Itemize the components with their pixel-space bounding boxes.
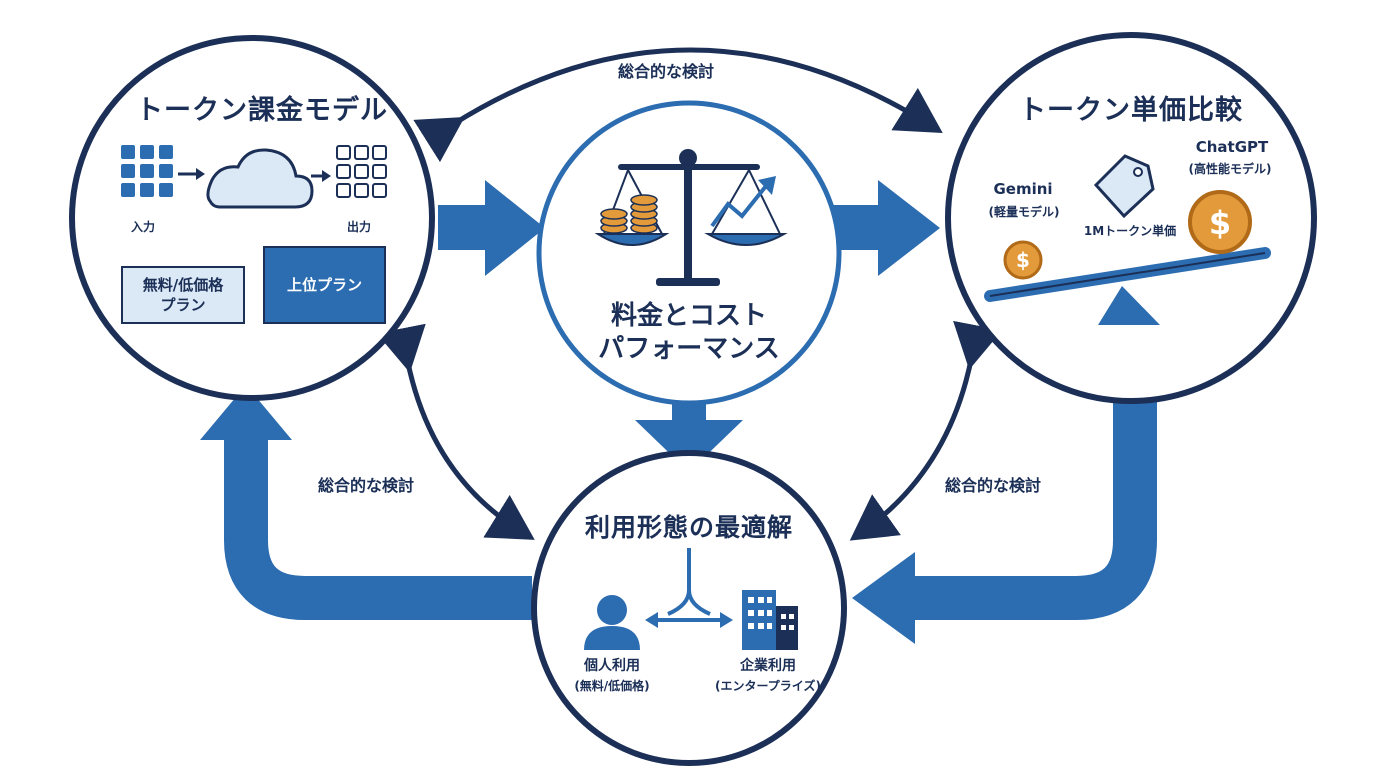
split-arrow-right-head	[720, 612, 733, 628]
circle-usage	[531, 450, 847, 766]
svg-text:$: $	[1209, 204, 1231, 242]
flow-arrow-center-to-right	[826, 180, 940, 276]
enterprise-note: (エンタープライズ)	[715, 679, 821, 693]
small-arrow-icon-2	[311, 170, 331, 182]
output-label: 出力	[347, 220, 372, 234]
trend-up-icon	[710, 176, 776, 228]
unit-price-label: 1Mトークン単価	[1083, 224, 1177, 238]
input-token-grid-icon	[121, 145, 173, 197]
edge-label-right: 総合的な検討	[945, 476, 1042, 495]
circle-unit-price	[945, 32, 1317, 404]
usage-title: 利用形態の最適解	[584, 513, 793, 542]
chatgpt-label: ChatGPT	[1195, 138, 1269, 156]
curved-arrow-top	[413, 47, 943, 163]
enterprise-label: 企業利用	[740, 658, 796, 674]
flow-arrow-center-to-bottom	[635, 392, 743, 472]
small-arrow-icon	[178, 168, 205, 180]
flow-arrow-bottom-to-left-head	[200, 385, 292, 440]
cloud-icon	[206, 148, 314, 209]
gemini-label: Gemini	[993, 180, 1053, 198]
flow-arrow-left-to-center	[438, 180, 545, 276]
curved-arrow-right	[849, 320, 1003, 541]
balance-scale-icon	[594, 149, 788, 286]
unit-price-title: トークン単価比較	[1019, 95, 1243, 126]
personal-note: (無料/低価格)	[574, 679, 650, 693]
consider-arrows	[376, 47, 1003, 541]
edge-label-left: 総合的な検討	[318, 476, 415, 495]
upper-plan-box: 上位プラン	[263, 246, 386, 324]
coin-stack-icon	[600, 194, 658, 234]
curved-arrow-left	[376, 323, 535, 540]
personal-label: 個人利用	[584, 658, 640, 674]
flow-arrow-bottom-to-left	[224, 430, 532, 620]
svg-text:$: $	[1016, 248, 1030, 272]
flow-arrow-right-to-bottom-head	[852, 552, 915, 644]
split-arrow-icon	[654, 548, 724, 622]
chatgpt-note: (高性能モデル)	[1188, 162, 1272, 176]
price-tag-icon	[1093, 154, 1155, 219]
cost-performance-title: 料金とコスト パフォーマンス	[598, 301, 780, 364]
split-arrow-left-head	[645, 612, 658, 628]
building-icon	[742, 590, 798, 650]
edge-label-top: 総合的な検討	[618, 62, 715, 81]
gemini-note: (軽量モデル)	[988, 205, 1060, 219]
input-label: 入力	[131, 220, 156, 234]
flow-arrow-right-to-bottom	[905, 390, 1157, 620]
seesaw-icon	[984, 247, 1271, 325]
token-billing-title: トークン課金モデル	[136, 95, 388, 126]
dollar-coin-icon-small: $	[1003, 240, 1043, 280]
output-token-grid-icon	[336, 145, 387, 198]
flow-arrows	[438, 180, 940, 472]
person-icon	[584, 595, 640, 650]
dollar-coin-icon-large: $	[1188, 190, 1252, 254]
free-plan-box: 無料/低価格 プラン	[121, 266, 245, 324]
